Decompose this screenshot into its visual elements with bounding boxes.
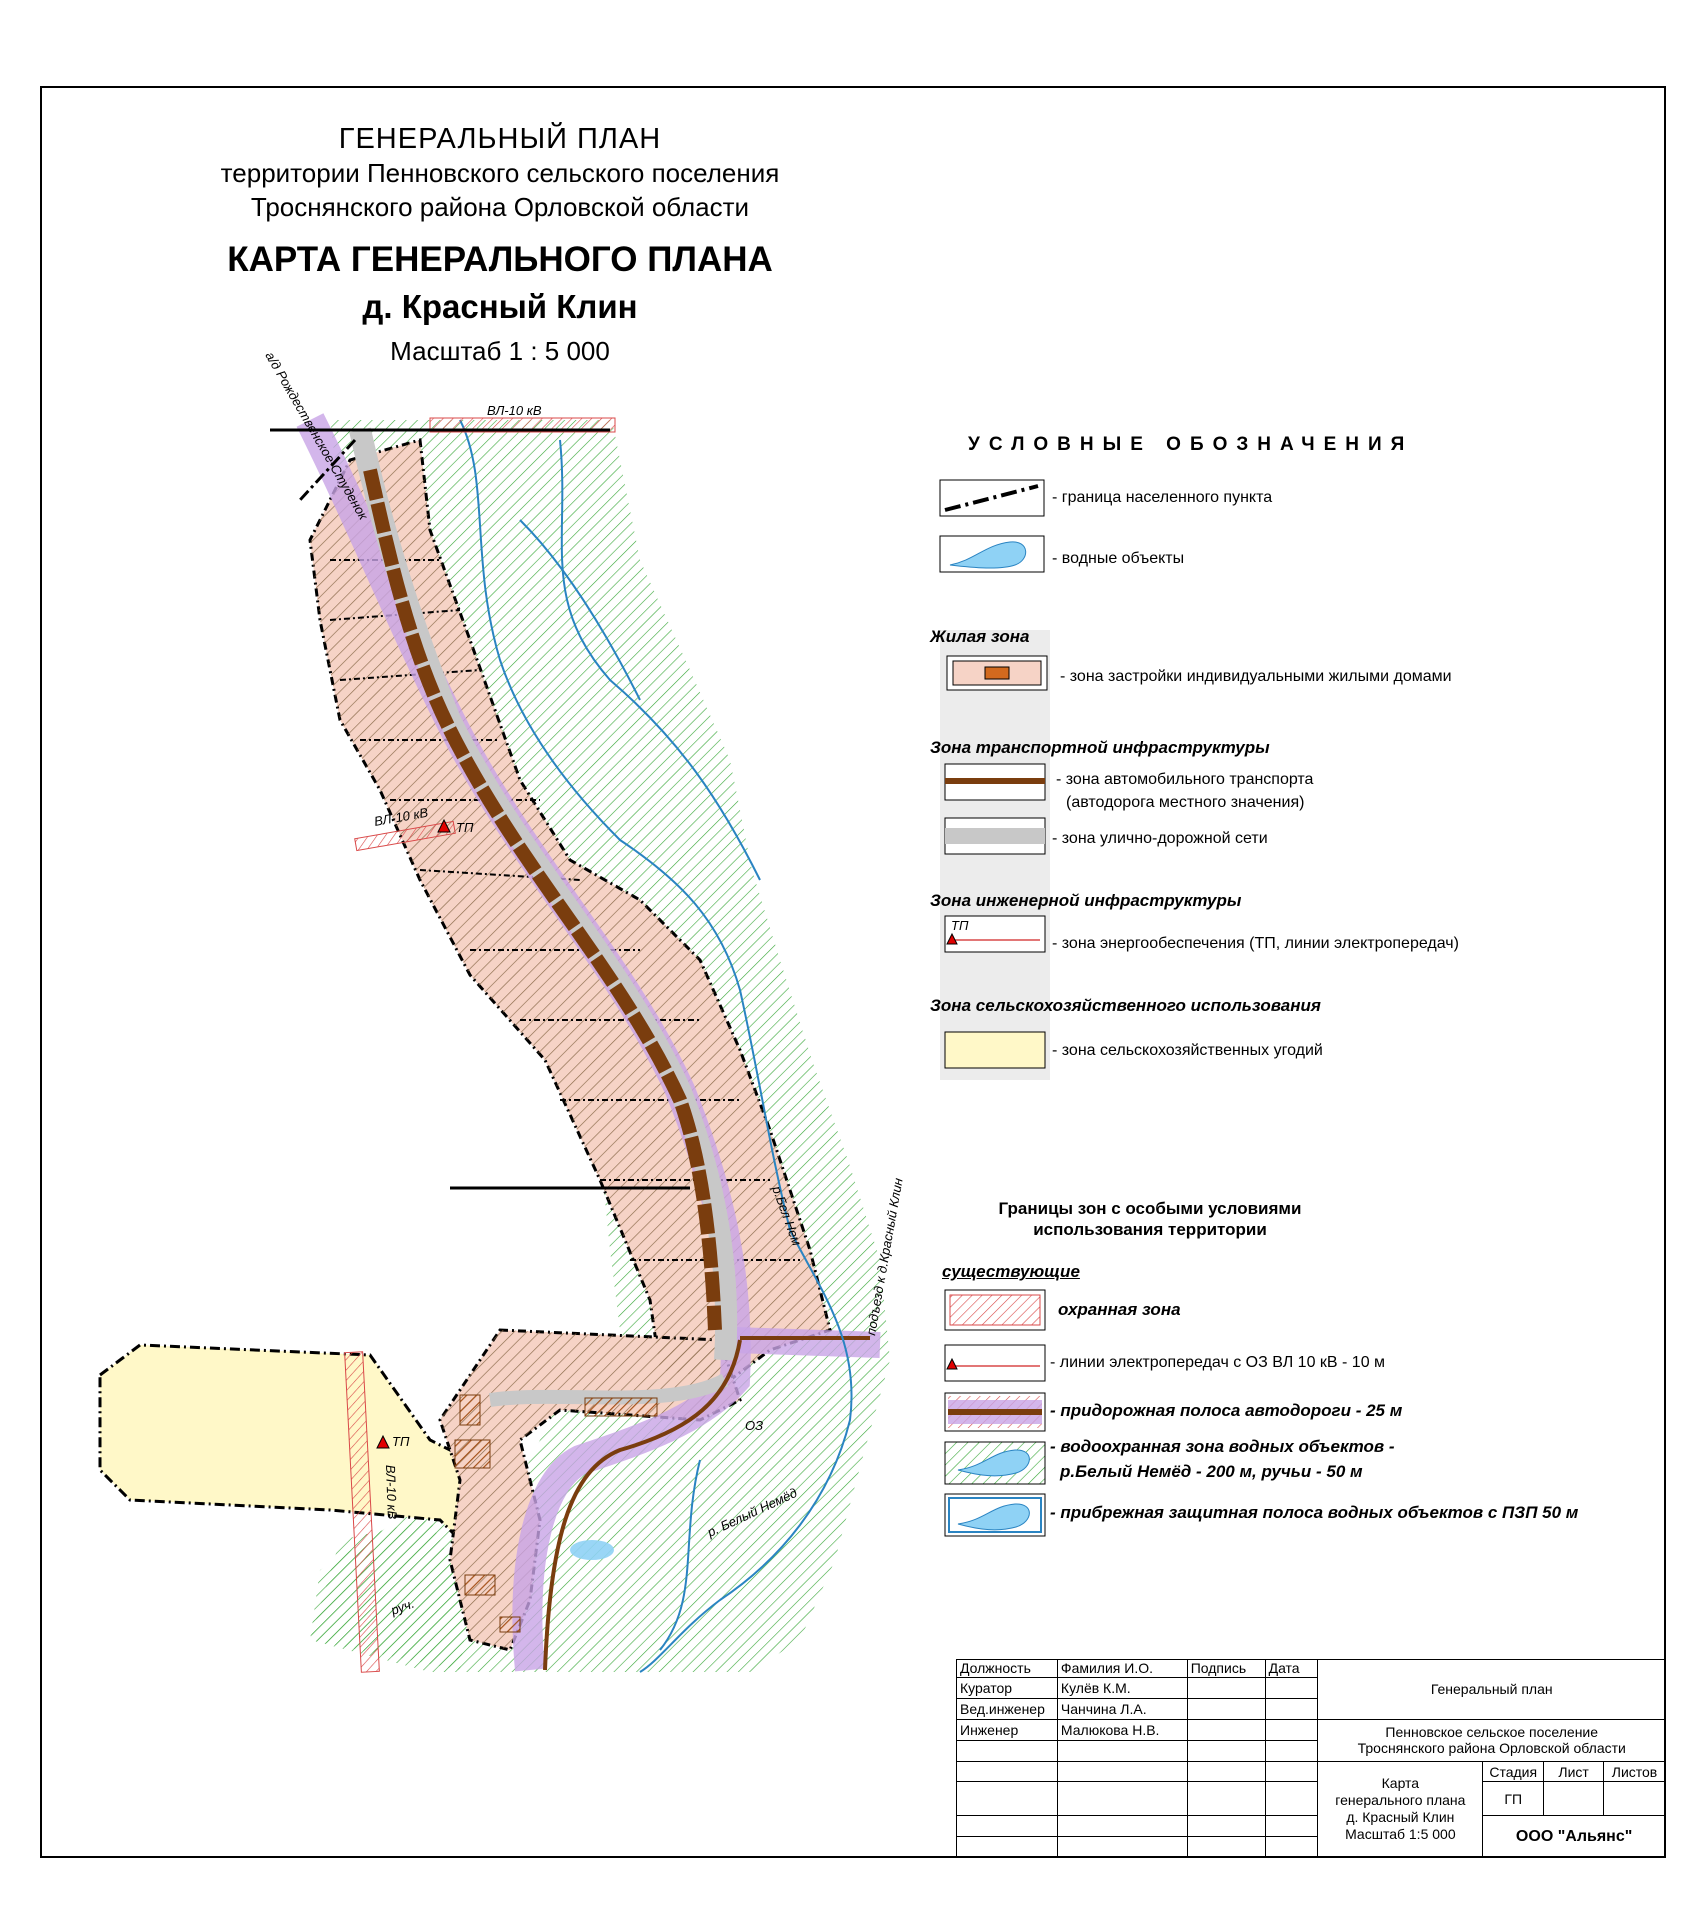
- legend-swatch-coastal: [944, 1493, 1046, 1537]
- stamp-sheet-1: Карта: [1381, 1775, 1420, 1792]
- stamp-r3-role: Инженер: [956, 1718, 1058, 1741]
- legend-swatch-boundary: [939, 479, 1045, 517]
- legend-swatch-power: [944, 1344, 1046, 1382]
- map-title: КАРТА ГЕНЕРАЛЬНОГО ПЛАНА: [227, 240, 773, 279]
- tp-south-label: ТП: [392, 1434, 410, 1449]
- legend-swatch-auto: [944, 763, 1046, 801]
- stamp-r3-name: Малюкова Н.В.: [1056, 1718, 1188, 1741]
- legend-power: - линии электропередач с ОЗ ВЛ 10 кВ - 1…: [1050, 1354, 1386, 1371]
- legend-swatch-street: [944, 817, 1046, 855]
- legend-tp-label: ТП: [951, 918, 969, 933]
- drawing-frame: [40, 86, 1666, 1858]
- stamp-list-h: Лист: [1543, 1760, 1604, 1783]
- access-road: [543, 1339, 742, 1671]
- legend-agri-zone: Зона сельскохозяйственного использования: [930, 996, 1321, 1015]
- legend-protect: охранная зона: [1058, 1300, 1181, 1319]
- title-block: Должность Фамилия И.О. Подпись Дата Гене…: [956, 1659, 1666, 1859]
- stamp-sheet-2: генерального плана: [1335, 1792, 1466, 1809]
- stamp-sheet-4: Масштаб 1:5 000: [1345, 1826, 1456, 1843]
- legend-coastal: - прибрежная защитная полоса водных объе…: [1050, 1503, 1579, 1522]
- legend-title: УСЛОВНЫЕ ОБОЗНАЧЕНИЯ: [968, 434, 1414, 455]
- special-zones-line-2: использования территории: [1033, 1220, 1267, 1239]
- map-scale: Масштаб 1 : 5 000: [390, 336, 610, 366]
- local-road: [363, 468, 722, 1331]
- legend-transport-zone: Зона транспортной инфраструктуры: [930, 738, 1270, 757]
- legend-existing: существующие: [942, 1262, 1080, 1281]
- stamp-h-name: Фамилия И.О.: [1056, 1659, 1188, 1678]
- legend-individual: - зона застройки индивидуальными жилыми …: [1060, 668, 1452, 685]
- tp-symbol-mid: [437, 818, 451, 833]
- legend-agri: - зона сельскохозяйственных угодий: [1052, 1042, 1323, 1059]
- stamp-h-sign: Подпись: [1186, 1659, 1266, 1678]
- legend-water: - водные объекты: [1052, 550, 1185, 567]
- stamp-h-role: Должность: [956, 1659, 1058, 1678]
- stamp-r2-role: Вед.инженер: [956, 1697, 1058, 1720]
- legend-living-zone: Жилая зона: [930, 627, 1030, 646]
- legend-swatch-individual: [946, 655, 1048, 691]
- legend-swatch-waterprot: [944, 1441, 1046, 1485]
- header-title: ГЕНЕРАЛЬНЫЙ ПЛАН: [338, 123, 662, 155]
- stamp-stage-h: Стадия: [1482, 1760, 1545, 1783]
- legend-auto-2: (автодорога местного значения): [1066, 794, 1305, 811]
- special-zones-line-1: Границы зон с особыми условиями: [998, 1199, 1302, 1218]
- building-blocks: [454, 1394, 658, 1633]
- legend-swatch-roadside: [944, 1392, 1046, 1432]
- legend-waterprot-1: - водоохранная зона водных объектов -: [1050, 1437, 1395, 1456]
- stamp-lists-h: Листов: [1603, 1760, 1666, 1783]
- vl-top-label: ВЛ-10 кВ: [487, 403, 542, 418]
- legend-swatch-energy: ТП: [944, 915, 1046, 953]
- legend-street: - зона улично-дорожной сети: [1052, 830, 1268, 847]
- stamp-org: Пенновское сельское поселение Троснянско…: [1317, 1718, 1666, 1762]
- water-protection-zone-west: [310, 1520, 470, 1670]
- stamp-r1-role: Куратор: [956, 1676, 1058, 1699]
- header-territory: территории Пенновского сельского поселен…: [220, 158, 780, 188]
- stamp-org-1: Пенновское сельское поселение: [1385, 1724, 1599, 1741]
- legend-boundary: - граница населенного пункта: [1052, 489, 1273, 506]
- legend-swatch-agri: [944, 1031, 1046, 1069]
- water-body: [570, 1540, 614, 1560]
- legend-engineering-zone: Зона инженерной инфраструктуры: [930, 891, 1242, 910]
- streams: [459, 419, 853, 1673]
- header-district: Троснянского района Орловской области: [250, 192, 750, 222]
- stamp-company: ООО "Альянс": [1482, 1815, 1666, 1858]
- legend-energy: - зона энергообеспечения (ТП, линии элек…: [1052, 935, 1459, 952]
- legend-auto-1: - зона автомобильного транспорта: [1056, 771, 1314, 788]
- stamp-org-2: Троснянского района Орловской области: [1357, 1740, 1626, 1757]
- tp-mid-label: ТП: [456, 820, 474, 835]
- settlement-boundary: [270, 428, 690, 1190]
- legend-swatch-water: [939, 535, 1045, 573]
- legend-grey-band: [940, 630, 1050, 1080]
- legend-roadside: - придорожная полоса автодороги - 25 м: [1050, 1401, 1403, 1420]
- stamp-r1-name: Кулёв К.М.: [1056, 1676, 1188, 1699]
- stamp-stage: ГП: [1482, 1781, 1545, 1816]
- power-line-mid: [354, 820, 456, 852]
- legend-waterprot-2: р.Белый Немёд - 200 м, ручьи - 50 м: [1060, 1462, 1363, 1481]
- vl-south-label: ВЛ-10 кВ: [383, 1465, 400, 1520]
- stamp-h-date: Дата: [1264, 1659, 1319, 1678]
- tp-symbol-south: [376, 1434, 390, 1449]
- power-line-south: [344, 1351, 380, 1673]
- stamp-r2-name: Чанчина Л.А.: [1056, 1697, 1188, 1720]
- stamp-sheet: Карта генерального плана д. Красный Клин…: [1317, 1760, 1484, 1859]
- stamp-doc: Генеральный план: [1317, 1659, 1666, 1720]
- village-name: д. Красный Клин: [362, 288, 638, 325]
- legend-swatch-protect: [944, 1289, 1046, 1331]
- stamp-sheet-3: д. Красный Клин: [1346, 1809, 1455, 1826]
- access-road-strip: [734, 1327, 881, 1358]
- special-zones-heading: Границы зон с особыми условиями использо…: [930, 1198, 1370, 1240]
- oz-label: ОЗ: [745, 1418, 763, 1433]
